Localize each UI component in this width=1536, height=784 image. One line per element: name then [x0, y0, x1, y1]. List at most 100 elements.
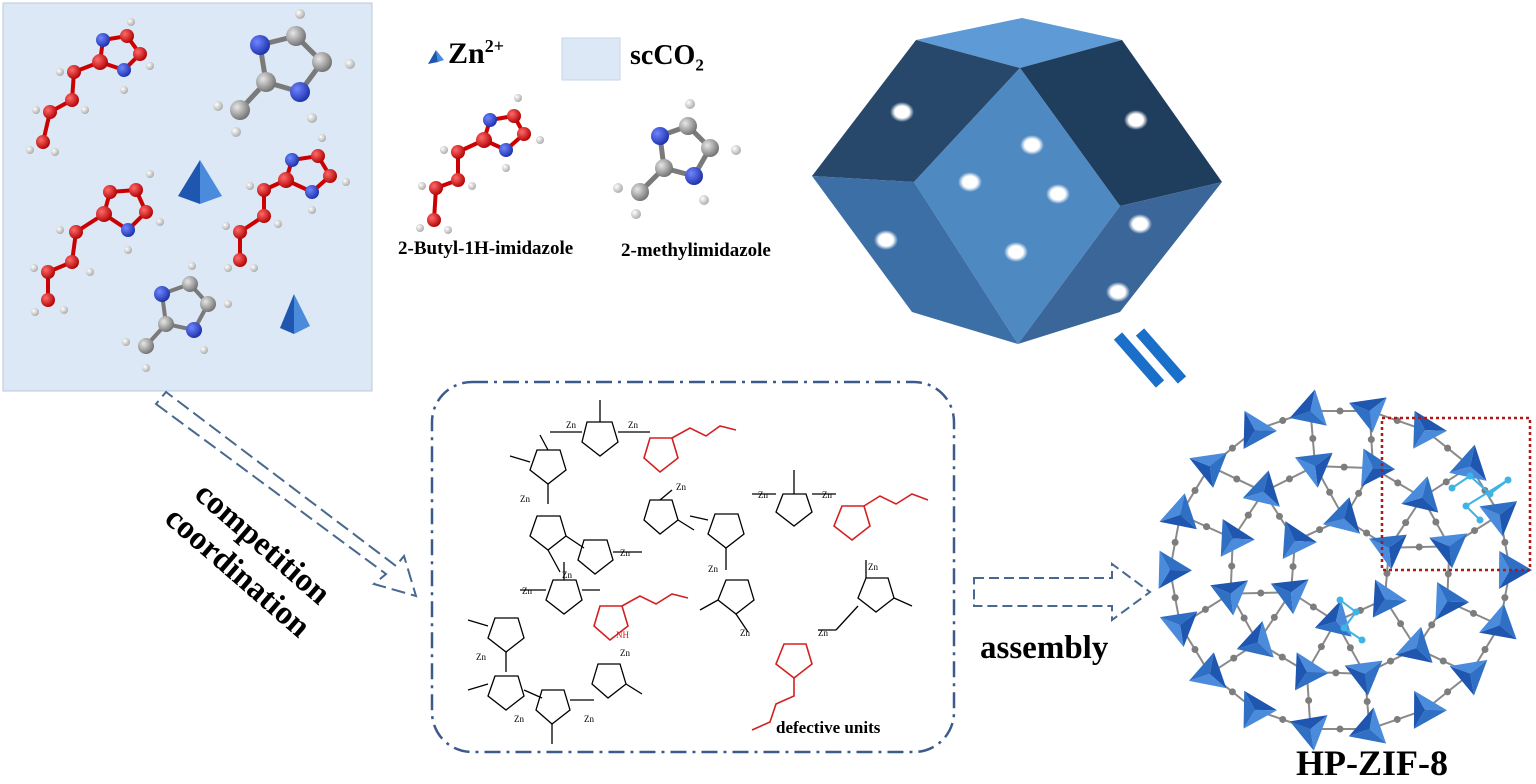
- zn-tetrahedron-face: [1416, 626, 1433, 663]
- zn-tetrahedron-face: [1401, 497, 1439, 513]
- butyl-chain-atom: [1466, 472, 1474, 480]
- zn-tetrahedron-face: [1499, 603, 1517, 640]
- framework-atom: [1444, 570, 1452, 578]
- zn-label: Zn: [758, 490, 768, 500]
- zn-tetrahedron-face: [1435, 601, 1470, 621]
- framework-atom: [1444, 444, 1452, 452]
- zn-tetrahedron-face: [1257, 620, 1274, 658]
- zn-tetrahedron-face: [1314, 600, 1342, 628]
- framework-atom: [1444, 688, 1452, 696]
- zn-tetrahedron-face: [1479, 603, 1504, 633]
- zn-tetrahedron-face: [1449, 659, 1488, 674]
- zn-tetrahedron-face: [1449, 444, 1475, 473]
- framework-atom: [1228, 688, 1236, 696]
- zn-tetrahedron-face: [1158, 570, 1192, 589]
- zn-tetrahedron-face: [1413, 709, 1447, 729]
- zn-tetrahedron-face: [1242, 491, 1280, 507]
- zn-tetrahedron-face: [1363, 448, 1396, 470]
- zn-tetrahedron-face: [1499, 501, 1518, 537]
- zn-tetrahedron-face: [1449, 666, 1474, 696]
- zn-tetrahedron-face: [1479, 501, 1518, 515]
- framework-atom: [1171, 538, 1179, 546]
- methylimidazole-legend-molecule: [613, 99, 741, 219]
- butyl-chain-atom: [1448, 484, 1456, 492]
- butyl-chain-atom: [1358, 636, 1366, 644]
- framework-atom: [1439, 657, 1447, 665]
- zn-tetrahedron-face: [1188, 673, 1227, 689]
- framework-atom: [1275, 512, 1283, 520]
- zn-tetrahedron-face: [1159, 550, 1192, 571]
- butyl-chain-atom: [1486, 490, 1494, 498]
- zn-tetrahedron: [178, 160, 222, 204]
- methylimidazole-label: 2-methylimidazole: [621, 240, 771, 261]
- defect-red-unit-2: [751, 493, 929, 731]
- zn-tetrahedron-face: [1243, 410, 1255, 449]
- zn-label: Zn: [620, 648, 630, 658]
- framework-atom: [1393, 715, 1401, 723]
- defect-structure-2: [689, 470, 913, 633]
- scco2-reaction-panel: [2, 2, 373, 392]
- zn-tetrahedron-face: [1290, 579, 1309, 615]
- framework-atom: [1432, 518, 1440, 526]
- framework-atom: [1228, 562, 1236, 570]
- framework-atom: [1278, 653, 1286, 661]
- zn-tetrahedron-face: [1159, 617, 1184, 647]
- zn-tetrahedron-face: [1220, 538, 1255, 557]
- framework-atom: [1363, 529, 1371, 537]
- defective-units-label: defective units: [776, 718, 881, 737]
- zn-tetrahedron-face: [1222, 518, 1255, 540]
- framework-atom: [1383, 569, 1391, 577]
- framework-atom: [1257, 589, 1265, 597]
- butyl-imidazole-molecule: [30, 170, 164, 316]
- zn-label: Zn: [522, 586, 532, 596]
- zn-tetrahedron-face: [1429, 533, 1468, 547]
- framework-atom: [1346, 644, 1354, 652]
- zn-tetrahedron-face: [1294, 457, 1318, 488]
- framework-atom: [1471, 527, 1479, 535]
- framework-atom: [1428, 621, 1436, 629]
- zn-tetrahedron-face: [1220, 518, 1233, 557]
- framework-atom: [1244, 511, 1252, 519]
- framework-atom: [1228, 444, 1236, 452]
- framework-atom: [1501, 594, 1509, 602]
- framework-atom: [1230, 654, 1238, 662]
- defect-red-unit-3: [593, 593, 689, 642]
- framework-atom: [1233, 475, 1241, 483]
- framework-atom: [1309, 603, 1317, 611]
- legend: [428, 37, 621, 81]
- zn-tetrahedron-face: [1335, 600, 1352, 637]
- hp-zif8-framework: [1158, 389, 1532, 751]
- zn-tetrahedron-face: [1244, 690, 1277, 711]
- zn-tetrahedron-face: [1369, 534, 1407, 548]
- framework-atom: [1402, 519, 1410, 527]
- zn-tetrahedron-face: [1395, 626, 1422, 655]
- zn-tetrahedron-face: [1498, 570, 1532, 589]
- zn-label: Zn: [868, 562, 878, 572]
- defect-highlight-box: [1380, 416, 1532, 572]
- zn-tetrahedron-face: [1413, 410, 1425, 449]
- structure-atom-labels: Zn Zn Zn Zn Zn Zn Zn Zn Zn Zn Zn Zn Zn Z…: [476, 420, 878, 724]
- assembly-arrow: [973, 562, 1152, 622]
- defect-red-unit-1: [643, 425, 737, 474]
- scco2-legend-label: scCO2: [630, 40, 704, 75]
- zn-tetrahedron-face: [1159, 611, 1198, 626]
- framework-atom: [1336, 407, 1344, 415]
- zn-tetrahedron-face: [1344, 497, 1360, 534]
- methylimidazole-molecule: [213, 9, 355, 137]
- zn-tetrahedron-face: [1209, 452, 1228, 488]
- framework-atom: [1289, 563, 1297, 571]
- zn-tetrahedron-face: [1361, 448, 1374, 487]
- zn-tetrahedron-face: [1236, 620, 1263, 650]
- hp-zif8-label: HP-ZIF-8: [1296, 743, 1448, 783]
- framework-atom: [1481, 646, 1489, 654]
- framework-atom: [1285, 475, 1293, 483]
- zn-tetrahedron-face: [1270, 579, 1309, 593]
- zn-tetrahedron-face: [1395, 648, 1433, 663]
- zn-tetrahedron-face: [1349, 402, 1373, 433]
- zn-tetrahedron-face: [1289, 715, 1328, 730]
- framework-atom: [1240, 614, 1248, 622]
- zn-tetrahedron-face: [1270, 583, 1294, 615]
- zn-tetrahedron-face: [1242, 470, 1269, 499]
- butyl-chain-bond: [1451, 475, 1471, 489]
- zn-tetrahedron-face: [1180, 493, 1197, 530]
